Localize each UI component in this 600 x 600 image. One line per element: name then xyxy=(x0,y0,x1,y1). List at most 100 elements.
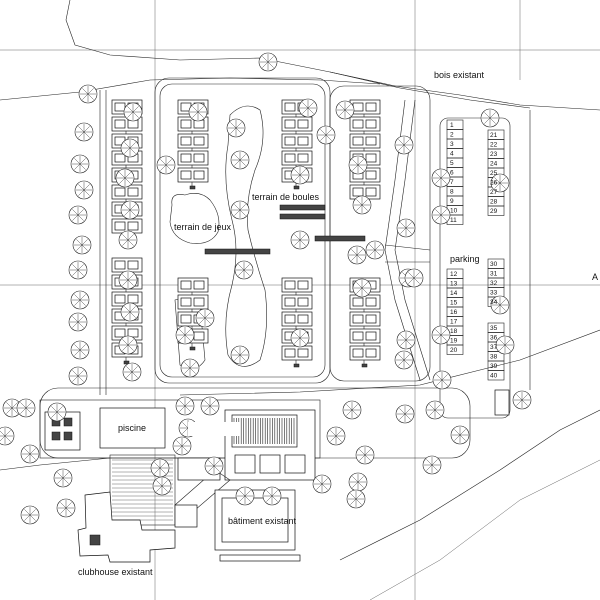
label-piscine: piscine xyxy=(118,423,146,433)
chalet-unit xyxy=(349,345,381,368)
small-structure xyxy=(494,389,510,416)
tree-icon xyxy=(68,312,88,332)
parking-number: 24 xyxy=(490,161,498,168)
tree-icon xyxy=(120,302,140,322)
chalet-unit xyxy=(281,345,313,368)
parking-number: 29 xyxy=(490,208,498,215)
tree-icon xyxy=(70,290,90,310)
tree-icon xyxy=(68,260,88,280)
tree-icon xyxy=(490,173,510,193)
parking-number: 33 xyxy=(490,290,498,297)
tree-icon xyxy=(348,472,368,492)
parking-number: 1 xyxy=(450,122,454,129)
batiment-existant-building xyxy=(214,489,301,562)
parking-number: 10 xyxy=(450,208,458,215)
parking-number: 19 xyxy=(450,338,458,345)
parking-number: 32 xyxy=(490,280,498,287)
parking-number: 7 xyxy=(450,179,454,186)
tree-icon xyxy=(0,426,15,446)
tree-icon xyxy=(195,308,215,328)
parking-number: 35 xyxy=(490,325,498,332)
parking-number: 25 xyxy=(490,170,498,177)
tree-icon xyxy=(120,200,140,220)
chalet-unit xyxy=(349,116,381,139)
parking-number: 30 xyxy=(490,261,498,268)
parking-number-labels: 1234567891011121314151617181920212223242… xyxy=(450,122,498,380)
tree-icon xyxy=(365,240,385,260)
tree-icon xyxy=(347,245,367,265)
tree-icon xyxy=(118,230,138,250)
tree-icon xyxy=(2,398,22,418)
parking-number: 22 xyxy=(490,142,498,149)
tree-icon xyxy=(312,474,332,494)
tree-icon xyxy=(175,396,195,416)
tree-icon xyxy=(432,370,452,390)
parking-number: 5 xyxy=(450,160,454,167)
chalet-unit xyxy=(177,294,209,317)
tree-icon xyxy=(56,498,76,518)
tree-icon xyxy=(490,295,510,315)
tree-icon xyxy=(68,205,88,225)
tree-icon xyxy=(16,398,36,418)
tree-icon xyxy=(352,278,372,298)
tree-icon xyxy=(431,325,451,345)
tree-icon xyxy=(355,445,375,465)
tree-icon xyxy=(450,425,470,445)
tree-icon xyxy=(118,270,138,290)
trees xyxy=(0,52,532,525)
tree-icon xyxy=(118,335,138,355)
parking-number: 4 xyxy=(450,151,454,158)
parking-number: 39 xyxy=(490,363,498,370)
tree-icon xyxy=(396,218,416,238)
tree-icon xyxy=(431,168,451,188)
tree-icon xyxy=(326,426,346,446)
text-labels: bois existant terrain de jeux terrain de… xyxy=(78,70,598,577)
parking-number: 34 xyxy=(490,299,498,306)
tree-icon xyxy=(348,155,368,175)
parking-number: 14 xyxy=(450,290,458,297)
clubhouse-existant-building xyxy=(77,491,198,563)
parking-number: 40 xyxy=(490,373,498,380)
parking-number: 27 xyxy=(490,189,498,196)
tree-icon xyxy=(346,489,366,509)
tree-icon xyxy=(480,108,500,128)
housing-units xyxy=(111,99,381,368)
parking-number: 28 xyxy=(490,199,498,206)
tree-icon xyxy=(120,138,140,158)
tree-icon xyxy=(204,456,224,476)
terrain-de-boules-area xyxy=(204,204,366,255)
tree-icon xyxy=(123,102,143,122)
tree-icon xyxy=(298,98,318,118)
tree-icon xyxy=(122,362,142,382)
tree-icon xyxy=(395,404,415,424)
tree-icon xyxy=(230,200,250,220)
tree-icon xyxy=(172,436,192,456)
parking-number: 23 xyxy=(490,151,498,158)
tree-icon xyxy=(156,155,176,175)
tree-icon xyxy=(342,400,362,420)
tree-icon xyxy=(396,330,416,350)
tree-icon xyxy=(74,122,94,142)
tree-icon xyxy=(404,268,424,288)
tree-icon xyxy=(394,135,414,155)
tree-icon xyxy=(68,366,88,386)
parking-number: 15 xyxy=(450,300,458,307)
tree-icon xyxy=(200,396,220,416)
tree-icon xyxy=(188,102,208,122)
tree-icon xyxy=(53,468,73,488)
chalet-unit xyxy=(111,218,143,241)
label-terrain-de-boules: terrain de boules xyxy=(252,192,320,202)
parking-number: 36 xyxy=(490,335,498,342)
tree-icon xyxy=(431,205,451,225)
tree-icon xyxy=(262,486,282,506)
tree-icon xyxy=(20,444,40,464)
label-edge-mark: A xyxy=(592,272,598,282)
parking-number: 18 xyxy=(450,328,458,335)
tree-icon xyxy=(78,84,98,104)
tree-icon xyxy=(230,345,250,365)
tree-icon xyxy=(152,476,172,496)
label-parking: parking xyxy=(450,254,480,264)
parking-stalls xyxy=(446,119,505,381)
tree-icon xyxy=(234,260,254,280)
label-batiment-existant: bâtiment existant xyxy=(228,516,297,526)
